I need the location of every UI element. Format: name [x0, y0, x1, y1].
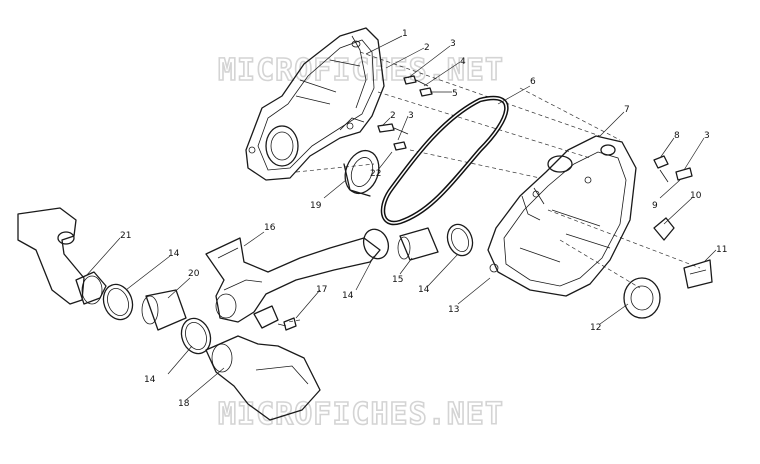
callout-14-left: 14	[168, 249, 180, 259]
bolt-17	[277, 317, 297, 331]
callout-1: 1	[402, 29, 408, 39]
drive-belt	[380, 95, 509, 226]
callout-13: 13	[448, 305, 459, 315]
callout-15: 15	[392, 275, 403, 285]
callout-16: 16	[264, 223, 276, 233]
callout-5: 5	[452, 89, 458, 99]
callout-8: 8	[674, 131, 680, 141]
duct-18	[205, 335, 321, 421]
hose-20	[141, 289, 187, 331]
callout-12: 12	[590, 323, 601, 333]
callout-2: 2	[424, 43, 430, 53]
callout-18: 18	[178, 399, 190, 409]
hose-15	[397, 227, 439, 261]
callout-2-lower: 2	[390, 111, 396, 121]
callout-20: 20	[188, 269, 200, 279]
callout-14-right: 14	[418, 285, 430, 295]
callout-6: 6	[530, 77, 536, 87]
callout-21: 21	[120, 231, 131, 241]
watermark-bottom: MICROFICHES.NET	[218, 397, 504, 432]
callout-3: 3	[450, 39, 456, 49]
callout-3-lower: 3	[408, 111, 414, 121]
callout-3-right: 3	[704, 131, 710, 141]
inner-clutch-cover	[245, 27, 385, 181]
outer-clutch-cover	[487, 135, 637, 297]
seal-19	[343, 149, 380, 197]
callout-17: 17	[316, 285, 327, 295]
left-duct-21	[17, 207, 107, 305]
fasteners-upper	[377, 75, 433, 151]
callout-7: 7	[624, 105, 630, 115]
duct-16	[205, 237, 381, 329]
callout-11: 11	[716, 245, 727, 255]
callout-14-bottom: 14	[144, 375, 156, 385]
leader-lines	[85, 35, 717, 401]
right-side-parts	[623, 155, 713, 319]
watermark-top: MICROFICHES.NET	[218, 53, 504, 88]
callout-numbers: 1 2 3 4 5 2 3 22 19 6 7 8 3 9 10 11 12 1…	[120, 29, 727, 409]
callout-4: 4	[460, 57, 466, 67]
alignment-lines	[287, 51, 701, 323]
callout-10: 10	[690, 191, 702, 201]
callout-14-middle: 14	[342, 291, 354, 301]
callout-9: 9	[652, 201, 658, 211]
callout-22: 22	[370, 169, 381, 179]
callout-19: 19	[310, 201, 322, 211]
clamps	[102, 223, 474, 355]
